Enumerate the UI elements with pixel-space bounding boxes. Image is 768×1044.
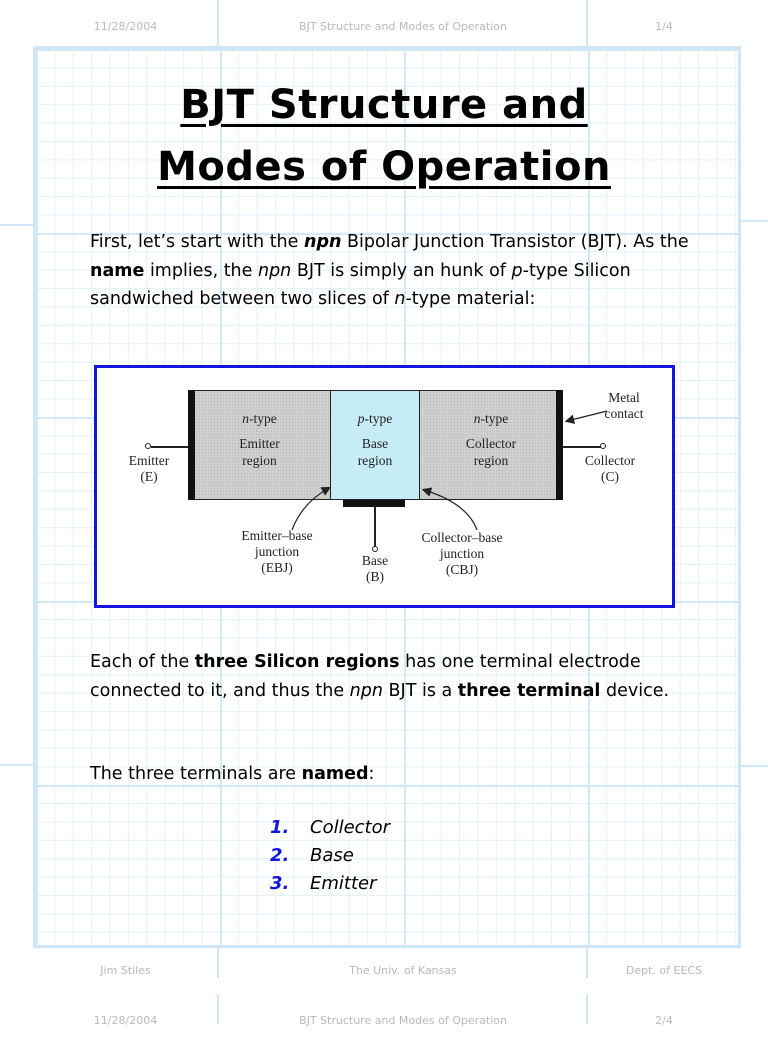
next-header-page-number: 2/4 [655,1014,673,1027]
name-term: name [90,260,145,281]
header-page-number: 1/4 [655,20,673,33]
footer-department: Dept. of EECS [625,964,703,977]
three-terminal-term: three terminal [457,680,601,701]
text: device. [600,680,670,701]
text: The three terminals are [90,764,302,784]
text: implies, the [144,260,258,281]
n-term: n [394,289,406,309]
margin-tick [0,764,33,766]
list-label: Emitter [310,873,377,894]
intro-paragraph: First, let’s start with the npn Bipolar … [90,228,690,314]
named-paragraph: The three terminals are named: [90,760,690,789]
emitter-metal-contact [188,390,195,500]
list-item: 1. Collector [270,814,390,842]
header-title: BJT Structure and Modes of Operation [299,20,507,33]
three-silicon-regions-term: three Silicon regions [194,652,400,672]
margin-tick [0,224,33,226]
named-term: named [301,764,369,784]
terminals-paragraph: Each of the three Silicon regions has on… [90,648,690,705]
npn-term: npn [303,232,342,252]
base-type-label: p-type [357,411,393,426]
text: BJT is simply an hunk of [291,260,512,281]
list-label: Collector [310,817,391,838]
list-number: 3. [270,873,290,894]
page-title-line1: BJT Structure and [180,82,588,128]
npn-term: npn [257,260,292,281]
header-divider [217,994,219,1024]
emitter-lead [151,446,188,448]
next-page-header: 11/28/2004 BJT Structure and Modes of Op… [0,998,768,1044]
list-number: 1. [270,817,290,838]
margin-tick [741,220,768,222]
collector-type-label: n-type [473,411,509,426]
footer-divider [586,946,588,978]
header-divider [586,994,588,1024]
header-date: 11/28/2004 [93,20,158,33]
emitter-type-label: n-type [242,411,277,426]
next-header-date: 11/28/2004 [93,1014,158,1027]
page-title-line2: Modes of Operation [157,144,611,190]
text: Bipolar Junction Transistor (BJT). As th… [341,232,689,252]
list-number: 2. [270,845,290,866]
emitter-terminal-label: Emitter(E) [128,453,170,484]
base-terminal-icon [372,546,378,552]
next-header-title: BJT Structure and Modes of Operation [299,1014,507,1027]
npn-term: npn [349,680,383,701]
base-terminal-label: Base(B) [361,553,389,584]
footer-institution: The Univ. of Kansas [349,964,457,977]
text: has one terminal electrode connected to … [90,652,641,701]
footer-author: Jim Stiles [100,964,151,977]
footer-divider [217,946,219,978]
text: -type material: [405,289,536,309]
collector-lead [563,446,601,448]
collector-metal-contact [556,390,563,500]
base-metal-contact [343,500,405,507]
collector-terminal-label: Collector(C) [584,453,636,484]
text: Each of the [90,652,195,672]
header-divider [217,0,219,46]
list-item: 3. Emitter [270,870,390,898]
p-term: p [511,260,523,281]
text: First, let’s start with the [90,232,304,252]
list-item: 2. Base [270,842,390,870]
text: BJT is a [382,680,458,701]
terminal-list: 1. Collector 2. Base 3. Emitter [270,814,390,898]
base-lead [374,507,376,547]
text: -type Silicon sandwiched between two sli… [90,260,631,310]
junction-arrows-icon [291,410,608,531]
page-footer: Jim Stiles The Univ. of Kansas Dept. of … [0,944,768,990]
header-divider [586,0,588,46]
margin-tick [741,765,768,767]
text: : [368,764,375,784]
list-label: Base [310,845,354,866]
emitter-terminal-icon [145,443,151,449]
collector-terminal-icon [600,443,606,449]
page-header: 11/28/2004 BJT Structure and Modes of Op… [0,0,768,46]
